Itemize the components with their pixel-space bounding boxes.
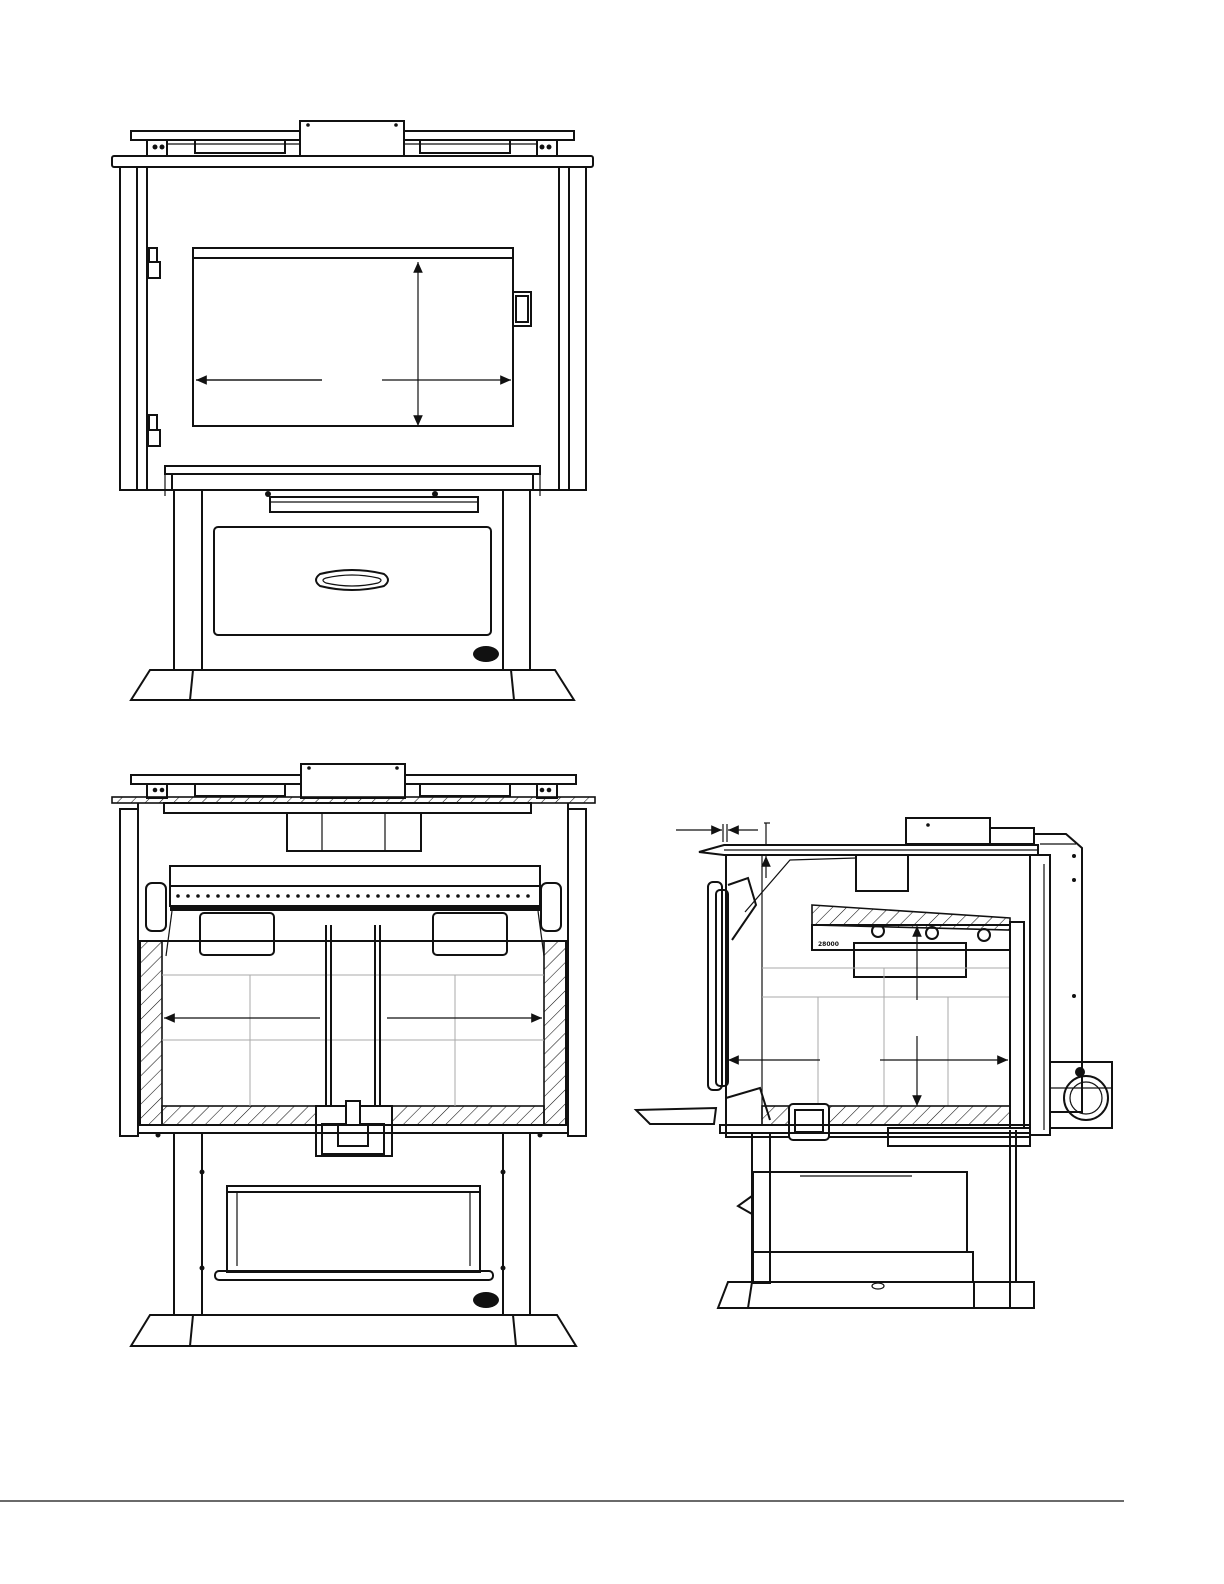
side-section-view: 28000	[636, 818, 1112, 1308]
air-holes	[176, 894, 530, 898]
front-elevation-view	[112, 121, 593, 700]
side-marking: 28000	[818, 941, 839, 948]
front-section-view	[112, 764, 595, 1346]
